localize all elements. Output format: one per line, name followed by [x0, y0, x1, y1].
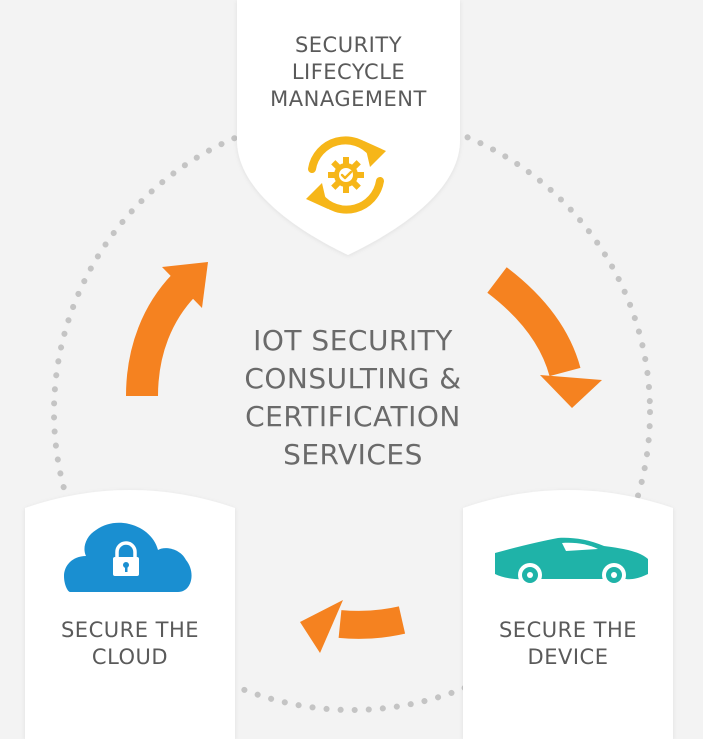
- shield-left: [25, 490, 235, 739]
- cloud-lock-icon: [64, 522, 192, 592]
- car-icon: [495, 537, 648, 587]
- dotted-cycle-ring: [51, 111, 653, 713]
- center-title-line: IOT SECURITY: [253, 324, 453, 357]
- node-label-line: LIFECYCLE: [291, 60, 406, 84]
- center-title-line: CERTIFICATION: [245, 400, 461, 433]
- node-label-line: SECURE THE: [498, 618, 638, 642]
- node-label-security-lifecycle: SECURITY LIFECYCLE MANAGEMENT: [237, 32, 460, 113]
- node-label-line: CLOUD: [91, 645, 169, 669]
- node-label-line: MANAGEMENT: [270, 87, 427, 111]
- node-label-secure-device: SECURE THE DEVICE: [463, 617, 673, 671]
- node-label-line: DEVICE: [527, 645, 609, 669]
- arrow-left-to-top: [126, 262, 208, 397]
- node-label-secure-cloud: SECURE THE CLOUD: [25, 617, 235, 671]
- shield-right: [463, 490, 673, 739]
- node-label-line: SECURE THE: [60, 618, 200, 642]
- center-title-line: CONSULTING &: [244, 362, 462, 395]
- arrow-right-to-left: [300, 600, 406, 653]
- center-title: IOT SECURITY CONSULTING & CERTIFICATION …: [220, 322, 486, 474]
- lifecycle-gear-check-icon: [306, 136, 386, 214]
- shield-top: [237, 0, 460, 255]
- arrow-top-to-right: [487, 267, 602, 408]
- node-label-line: SECURITY: [294, 33, 403, 57]
- center-title-line: SERVICES: [283, 438, 423, 471]
